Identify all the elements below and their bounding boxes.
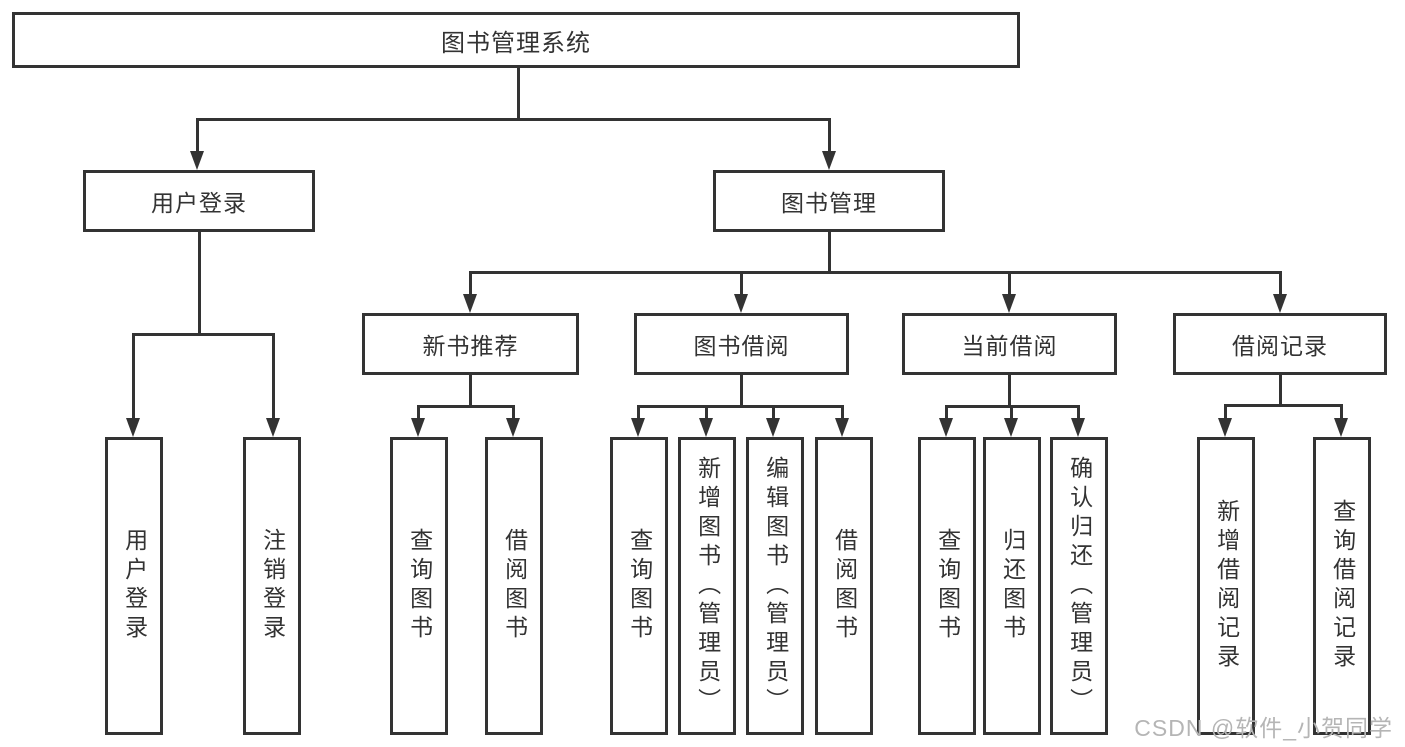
connector-line <box>1279 375 1282 407</box>
node-root-label: 图书管理系统 <box>441 29 591 57</box>
node-book-borrow: 图书借阅 <box>634 313 849 375</box>
leaf-logout: 注销登录 <box>243 437 301 735</box>
connector-line <box>132 333 275 336</box>
leaf-bb-borrow-books: 借阅图书 <box>815 437 873 735</box>
connector-line <box>841 405 844 420</box>
arrow-head <box>734 294 748 313</box>
leaf-bb-edit-books-admin: 编辑图书（管理员） <box>746 437 804 735</box>
connector-line <box>272 333 275 420</box>
connector-line <box>1008 375 1011 408</box>
connector-line <box>198 232 201 336</box>
connector-line <box>132 333 135 420</box>
leaf-bb-add-books-admin: 新增图书（管理员） <box>678 437 736 735</box>
connector-line <box>740 375 743 408</box>
leaf-bb-borrow-books-label: 借阅图书 <box>831 528 858 644</box>
arrow-head <box>822 151 836 170</box>
leaf-cb-confirm-return-admin-label: 确认归还（管理员） <box>1066 455 1093 717</box>
leaf-cb-return-books-label: 归还图书 <box>999 528 1026 644</box>
arrow-head <box>266 418 280 437</box>
node-book-management-label: 图书管理 <box>781 190 877 216</box>
arrow-head <box>631 418 645 437</box>
node-new-book-recommend: 新书推荐 <box>362 313 579 375</box>
arrow-head <box>939 418 953 437</box>
connector-line <box>469 271 472 297</box>
node-user-login-label: 用户登录 <box>151 190 247 216</box>
leaf-br-add-record: 新增借阅记录 <box>1197 437 1255 735</box>
leaf-nb-borrow-books: 借阅图书 <box>485 437 543 735</box>
leaf-bb-edit-books-admin-label: 编辑图书（管理员） <box>762 455 789 717</box>
connector-line <box>772 405 775 420</box>
node-new-book-recommend-label: 新书推荐 <box>422 333 519 359</box>
arrow-head <box>835 418 849 437</box>
leaf-cb-confirm-return-admin: 确认归还（管理员） <box>1050 437 1108 735</box>
leaf-br-add-record-label: 新增借阅记录 <box>1213 499 1240 673</box>
connector-line <box>512 405 515 420</box>
leaf-br-query-record: 查询借阅记录 <box>1313 437 1371 735</box>
connector-line <box>945 405 948 420</box>
connector-line <box>517 68 520 119</box>
connector-line <box>705 405 708 420</box>
connector-line <box>1224 404 1343 407</box>
connector-line <box>417 405 515 408</box>
arrow-head <box>1218 418 1232 437</box>
connector-line <box>637 405 640 420</box>
arrow-head <box>1273 294 1287 313</box>
arrow-head <box>506 418 520 437</box>
node-borrow-records: 借阅记录 <box>1173 313 1387 375</box>
connector-line <box>1224 404 1227 420</box>
connector-line <box>1340 404 1343 420</box>
connector-line <box>828 118 831 154</box>
connector-line <box>417 405 420 420</box>
node-current-borrow: 当前借阅 <box>902 313 1117 375</box>
arrow-head <box>126 418 140 437</box>
connector-line <box>469 271 1282 274</box>
arrow-head <box>190 151 204 170</box>
leaf-bb-add-books-admin-label: 新增图书（管理员） <box>694 455 721 717</box>
node-user-login: 用户登录 <box>83 170 315 232</box>
node-root: 图书管理系统 <box>12 12 1020 68</box>
leaf-nb-query-books: 查询图书 <box>390 437 448 735</box>
connector-line <box>1008 271 1011 297</box>
node-current-borrow-label: 当前借阅 <box>961 333 1058 359</box>
leaf-nb-query-books-label: 查询图书 <box>406 528 433 644</box>
node-book-borrow-label: 图书借阅 <box>693 333 790 359</box>
arrow-head <box>1004 418 1018 437</box>
connector-line <box>740 271 743 297</box>
leaf-logout-label: 注销登录 <box>259 528 286 644</box>
arrow-head <box>766 418 780 437</box>
connector-line <box>196 118 199 154</box>
leaf-user-login-label: 用户登录 <box>121 528 148 644</box>
leaf-cb-return-books: 归还图书 <box>983 437 1041 735</box>
connector-line <box>196 118 831 121</box>
node-book-management: 图书管理 <box>713 170 945 232</box>
connector-line <box>1010 405 1013 420</box>
arrow-head <box>1002 294 1016 313</box>
connector-line <box>1279 271 1282 297</box>
arrow-head <box>1071 418 1085 437</box>
leaf-br-query-record-label: 查询借阅记录 <box>1329 499 1356 673</box>
node-borrow-records-label: 借阅记录 <box>1232 333 1328 359</box>
connector-line <box>637 405 844 408</box>
arrow-head <box>463 294 477 313</box>
leaf-nb-borrow-books-label: 借阅图书 <box>501 528 528 644</box>
leaf-bb-query-books-label: 查询图书 <box>626 528 653 644</box>
connector-line <box>1077 405 1080 420</box>
arrow-head <box>699 418 713 437</box>
leaf-cb-query-books: 查询图书 <box>918 437 976 735</box>
leaf-cb-query-books-label: 查询图书 <box>934 528 961 644</box>
connector-line <box>828 232 831 274</box>
csdn-watermark: CSDN @软件_小贺同学 <box>1134 715 1393 741</box>
arrow-head <box>1334 418 1348 437</box>
leaf-user-login: 用户登录 <box>105 437 163 735</box>
arrow-head <box>411 418 425 437</box>
leaf-bb-query-books: 查询图书 <box>610 437 668 735</box>
connector-line <box>469 375 472 408</box>
